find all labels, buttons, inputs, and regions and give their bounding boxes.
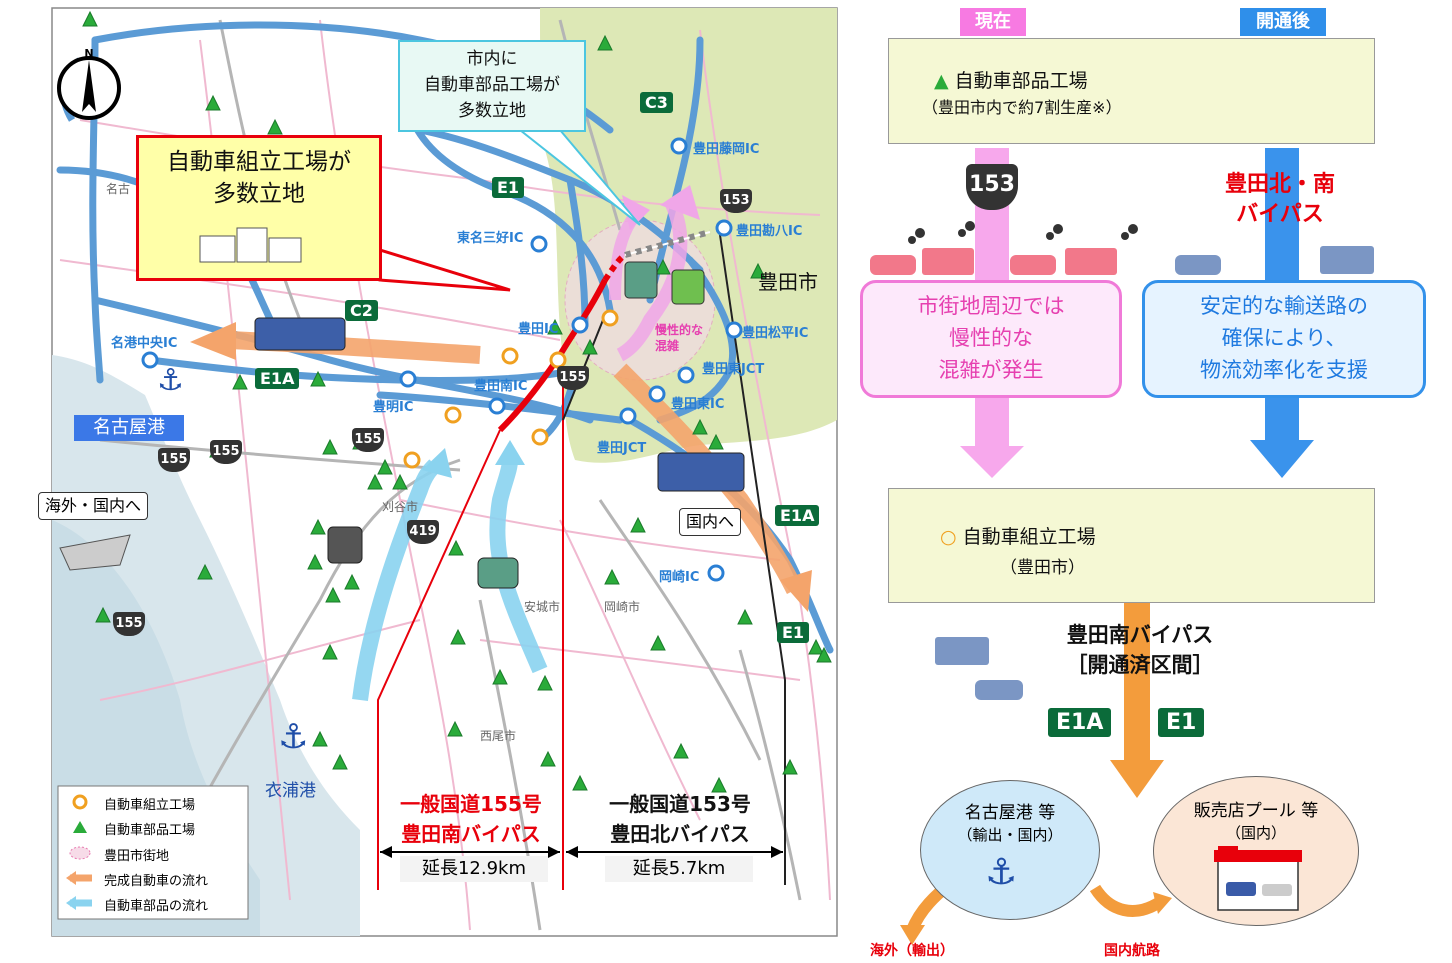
- ic-label: 豊田東JCT: [702, 362, 765, 377]
- dealer-sub: （国内）: [1225, 824, 1286, 842]
- orange-circle-icon: ○: [940, 526, 963, 548]
- route-shield-155: 155: [158, 448, 190, 472]
- domestic-route-label: 国内航路: [1104, 943, 1160, 959]
- truck-icon: [327, 261, 705, 589]
- car-icon: [975, 680, 1023, 700]
- assembly-sub: （豊田市）: [1000, 558, 1085, 578]
- truck-icon: [935, 637, 989, 665]
- ic-label: 名港中央IC: [111, 336, 178, 351]
- bypass-153-name: 一般国道153号 豊田北バイパス: [609, 792, 751, 846]
- ic-label: 豊田南IC: [474, 379, 528, 394]
- route-shield-155: 155: [557, 366, 589, 390]
- callout-assembly-text: 自動車組立工場が 多数立地: [167, 149, 351, 207]
- ic-label: 豊田JCT: [597, 441, 647, 456]
- bypass-155-length: 延長12.9km: [400, 856, 548, 882]
- tab-current: 現在: [960, 8, 1026, 36]
- dealer-store-icon: [1214, 846, 1302, 911]
- ic-label: 岡崎IC: [659, 570, 700, 585]
- ic-label: 豊田藤岡IC: [693, 142, 760, 157]
- route-label-e1: E1: [777, 622, 810, 643]
- truck-icon: [922, 248, 1117, 275]
- car-icon: [870, 255, 1056, 275]
- parts-factory-note: （豊田市内で約7割生産※）: [922, 98, 1122, 117]
- bypass-153-length: 延長5.7km: [605, 856, 753, 882]
- ship-icon: [59, 534, 131, 571]
- port-circle: [920, 780, 1100, 920]
- exhaust-icon: [908, 221, 1138, 244]
- city-label: 刈谷市: [382, 500, 419, 514]
- legend-item: 豊田市街地: [104, 849, 170, 864]
- parts-factory-title: ▲ 自動車部品工場: [934, 70, 1088, 92]
- factory-buildings-icon: [199, 227, 302, 263]
- current-issue-box: [860, 280, 1122, 398]
- ic-label: 東名三好IC: [457, 231, 524, 246]
- car-carrier-icon: [254, 317, 745, 492]
- city-label: 名古: [106, 182, 131, 196]
- route-shield-155: 155: [352, 428, 384, 452]
- to-domestic-label: 国内へ: [679, 508, 742, 536]
- after-benefit-box: [1142, 280, 1426, 398]
- congestion-label: 慢性的な 混雑: [655, 323, 704, 353]
- ic-label: 豊田東IC: [671, 397, 725, 412]
- route-label-e1: E1: [1158, 708, 1205, 737]
- city-label: 安城市: [524, 600, 561, 614]
- route-shield-419: 419: [407, 520, 439, 544]
- ic-label: 豊田松平IC: [742, 326, 809, 341]
- kinuura-port-label: 衣浦港: [265, 781, 316, 801]
- port-sub: （輸出・国内）: [957, 826, 1063, 844]
- route-label-e1a: E1A: [255, 368, 300, 389]
- legend-item: 自動車部品工場: [104, 823, 196, 838]
- ic-label: 豊田IC: [518, 322, 559, 337]
- south-bypass-label: 豊田南バイパス ［開通済区間］: [1066, 623, 1214, 677]
- route-label-e1a: E1A: [775, 505, 820, 526]
- ic-label: 豊田勘八IC: [736, 224, 803, 239]
- legend-item: 完成自動車の流れ: [104, 874, 209, 889]
- legend-item: 自動車組立工場: [104, 798, 196, 813]
- route-shield-153: 153: [966, 164, 1018, 210]
- bypass-155-name: 一般国道155号 豊田南バイパス: [400, 792, 542, 846]
- dealer-title: 販売店プール 等: [1193, 801, 1319, 821]
- city-label: 岡崎市: [604, 600, 641, 614]
- assembly-title: ○ 自動車組立工場: [940, 526, 1096, 548]
- city-label: 西尾市: [480, 729, 517, 743]
- svg-text:N: N: [84, 47, 93, 60]
- export-label: 海外（輸出）: [870, 943, 954, 959]
- anchor-icon: ⚓: [278, 717, 309, 757]
- tab-after: 開通後: [1240, 8, 1326, 36]
- green-triangle-icon: ▲: [934, 70, 955, 92]
- callout-parts: [398, 40, 586, 132]
- route-shield-155: 155: [113, 612, 145, 636]
- route-shield-155: 155: [210, 440, 242, 464]
- ic-label: 豊明IC: [373, 400, 414, 415]
- port-title: 名古屋港 等: [964, 803, 1056, 823]
- route-label-c2: C2: [345, 300, 378, 321]
- legend-item: 自動車部品の流れ: [104, 899, 209, 914]
- route-shield-153: 153: [720, 189, 752, 213]
- anchor-icon: ⚓: [157, 363, 184, 398]
- north-compass-icon: N: [57, 47, 121, 120]
- after-benefit-text: 安定的な輸送路の 確保により、 物流効率化を支援: [1200, 294, 1368, 382]
- route-label-c3: C3: [640, 92, 673, 113]
- route-label-e1a: E1A: [1048, 708, 1112, 737]
- toyota-city-label: 豊田市: [758, 270, 818, 294]
- assembly-factory-box: [888, 488, 1375, 603]
- bypass-north-south: 豊田北・南 バイパス: [1224, 172, 1335, 227]
- current-issue-text: 市街地周辺では 慢性的な 混雑が発生: [917, 294, 1065, 382]
- anchor-icon: ⚓: [985, 852, 1018, 893]
- car-icon: [1175, 255, 1221, 275]
- truck-icon: [1320, 246, 1374, 274]
- to-overseas-label: 海外・国内へ: [38, 492, 149, 520]
- route-label-e1: E1: [492, 177, 525, 198]
- callout-parts-text: 市内に 自動車部品工場が 多数立地: [424, 49, 560, 121]
- nagoya-port-label: 名古屋港: [74, 415, 184, 441]
- parts-factory-box: [888, 38, 1375, 144]
